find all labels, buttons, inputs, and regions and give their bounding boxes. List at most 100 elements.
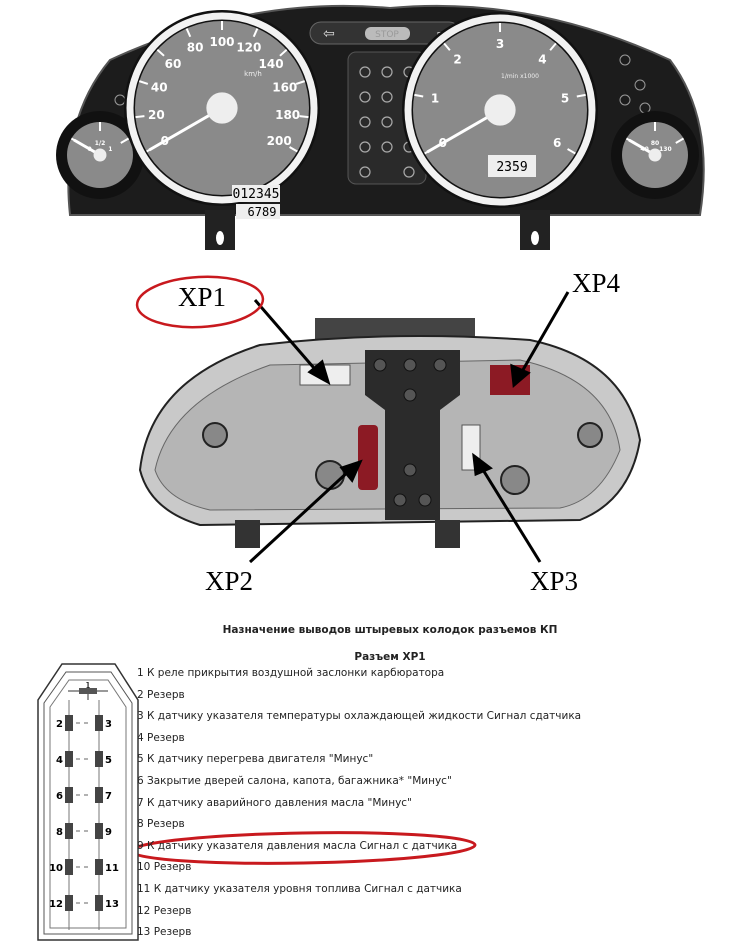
- pin-number: 12: [49, 899, 63, 910]
- connector-pin: [95, 751, 103, 767]
- pin-number: 1: [85, 681, 90, 690]
- rpm-unit: 1/min x1000: [501, 73, 539, 80]
- pin-number: 5: [105, 755, 112, 766]
- pin-description-13: 13 Резерв: [137, 926, 192, 939]
- warning-light-icon: [359, 116, 371, 128]
- connector-subtitle: Разъем XP1: [354, 651, 426, 663]
- rpm-display: 2359: [496, 160, 527, 175]
- warning-light-icon: [359, 166, 371, 178]
- gauge-label: 3: [496, 37, 504, 51]
- gauge-label: 80: [187, 41, 204, 55]
- pin-number: 9: [105, 827, 112, 838]
- svg-text:⇦: ⇦: [323, 26, 335, 42]
- gauge-label: 40: [151, 81, 168, 95]
- needle-hub: [206, 92, 238, 124]
- gauge-tick: [549, 42, 557, 51]
- gauge-tick: [443, 42, 451, 51]
- connector-pin: [65, 859, 73, 875]
- gauge-tick: [146, 146, 155, 153]
- connector-pin: [95, 787, 103, 803]
- gauge-tick: [567, 148, 576, 155]
- gauge-label: 200: [267, 134, 292, 148]
- indicator-icon: [619, 94, 631, 106]
- gauge-tick: [279, 49, 288, 57]
- gauge-label: 140: [259, 57, 284, 71]
- indicator-icon: [634, 79, 646, 91]
- gauge-tick: [185, 28, 192, 38]
- connector-pin: [65, 823, 73, 839]
- connector-pin: [95, 859, 103, 875]
- warning-light-icon: [381, 91, 393, 103]
- gauge-label: 60: [165, 57, 182, 71]
- gauge-tick: [252, 28, 259, 38]
- connector-pin: [65, 751, 73, 767]
- indicator-icon: [619, 54, 631, 66]
- gauge-label: 160: [272, 81, 297, 95]
- gauge-tick: [675, 137, 685, 144]
- gauge-tick: [295, 80, 306, 85]
- gauge-tick: [424, 148, 433, 155]
- gauge-tick: [289, 146, 298, 153]
- connector-pin: [65, 895, 73, 911]
- gauge-tick: [299, 115, 309, 119]
- pin-description-2: 2 Резерв: [137, 688, 185, 701]
- pin-number: 2: [56, 719, 63, 730]
- gauge-tick: [120, 137, 130, 144]
- xp2-label: XP2: [205, 566, 254, 596]
- pin-description-4: 4 Резерв: [137, 731, 185, 744]
- gauge-label: 180: [275, 108, 300, 122]
- gauge-tick: [414, 93, 424, 98]
- gauge-label: 120: [236, 41, 261, 55]
- warning-light-icon: [359, 91, 371, 103]
- pin-description-3: 3 К датчику указателя температуры охлажд…: [137, 710, 582, 723]
- warning-light-icon: [381, 141, 393, 153]
- gauge-tick: [625, 137, 635, 144]
- pin-description-8: 8 Резерв: [137, 818, 185, 831]
- needle-hub: [648, 148, 662, 162]
- pin-number: 4: [56, 755, 63, 766]
- connector-pin: [65, 715, 73, 731]
- pin-description-11: 11 К датчику указателя уровня топлива Си…: [137, 883, 462, 895]
- pin-number: 8: [56, 827, 63, 838]
- gauge-label: 40: [640, 146, 648, 153]
- gauge-label: 80: [651, 140, 659, 147]
- odometer-display: 012345: [233, 187, 280, 202]
- pin-description-9: 9 К датчику указателя давления масла Сиг…: [137, 839, 458, 852]
- gauge-tick: [576, 93, 586, 98]
- gauge-label: 1/2: [95, 140, 106, 147]
- pin-description-10: 10 Резерв: [137, 861, 192, 874]
- connector-pin: [95, 895, 103, 911]
- warning-light-icon: [403, 166, 415, 178]
- xp4-label: XP4: [572, 268, 621, 298]
- pin-number: 13: [105, 899, 119, 910]
- pin-description-5: 5 К датчику перегрева двигателя "Минус": [137, 753, 374, 766]
- pin-number: 11: [105, 863, 119, 874]
- fuel-gauge: 01/21: [56, 111, 144, 199]
- gauge-label: 0: [161, 134, 169, 148]
- pin-description-7: 7 К датчику аварийного давления масла "М…: [137, 796, 412, 809]
- document-title: Назначение выводов штыревых колодок разъ…: [222, 624, 558, 636]
- gauge-label: 130: [659, 146, 672, 153]
- warning-light-icon: [381, 66, 393, 78]
- pin-number: 7: [105, 791, 112, 802]
- warning-light-icon: [359, 66, 371, 78]
- needle-hub: [484, 94, 516, 126]
- trip-display: 6789: [248, 205, 277, 219]
- gauge-label: 2: [453, 52, 461, 66]
- connector-pin: [95, 823, 103, 839]
- gauge-tick: [138, 80, 149, 85]
- gauge-tick: [135, 115, 145, 119]
- speed-unit: km/h: [244, 70, 262, 78]
- pin-number: 3: [105, 719, 112, 730]
- gauge-label: 100: [209, 35, 234, 49]
- gauge-label: 4: [538, 52, 546, 66]
- pin-description-1: 1 К реле прикрытия воздушной заслонки ка…: [137, 667, 445, 679]
- warning-light-icon: [359, 141, 371, 153]
- connector-pin: [95, 715, 103, 731]
- pin-number: 10: [49, 863, 63, 874]
- stop-indicator: STOP: [375, 30, 399, 40]
- gauge-tick: [156, 49, 165, 57]
